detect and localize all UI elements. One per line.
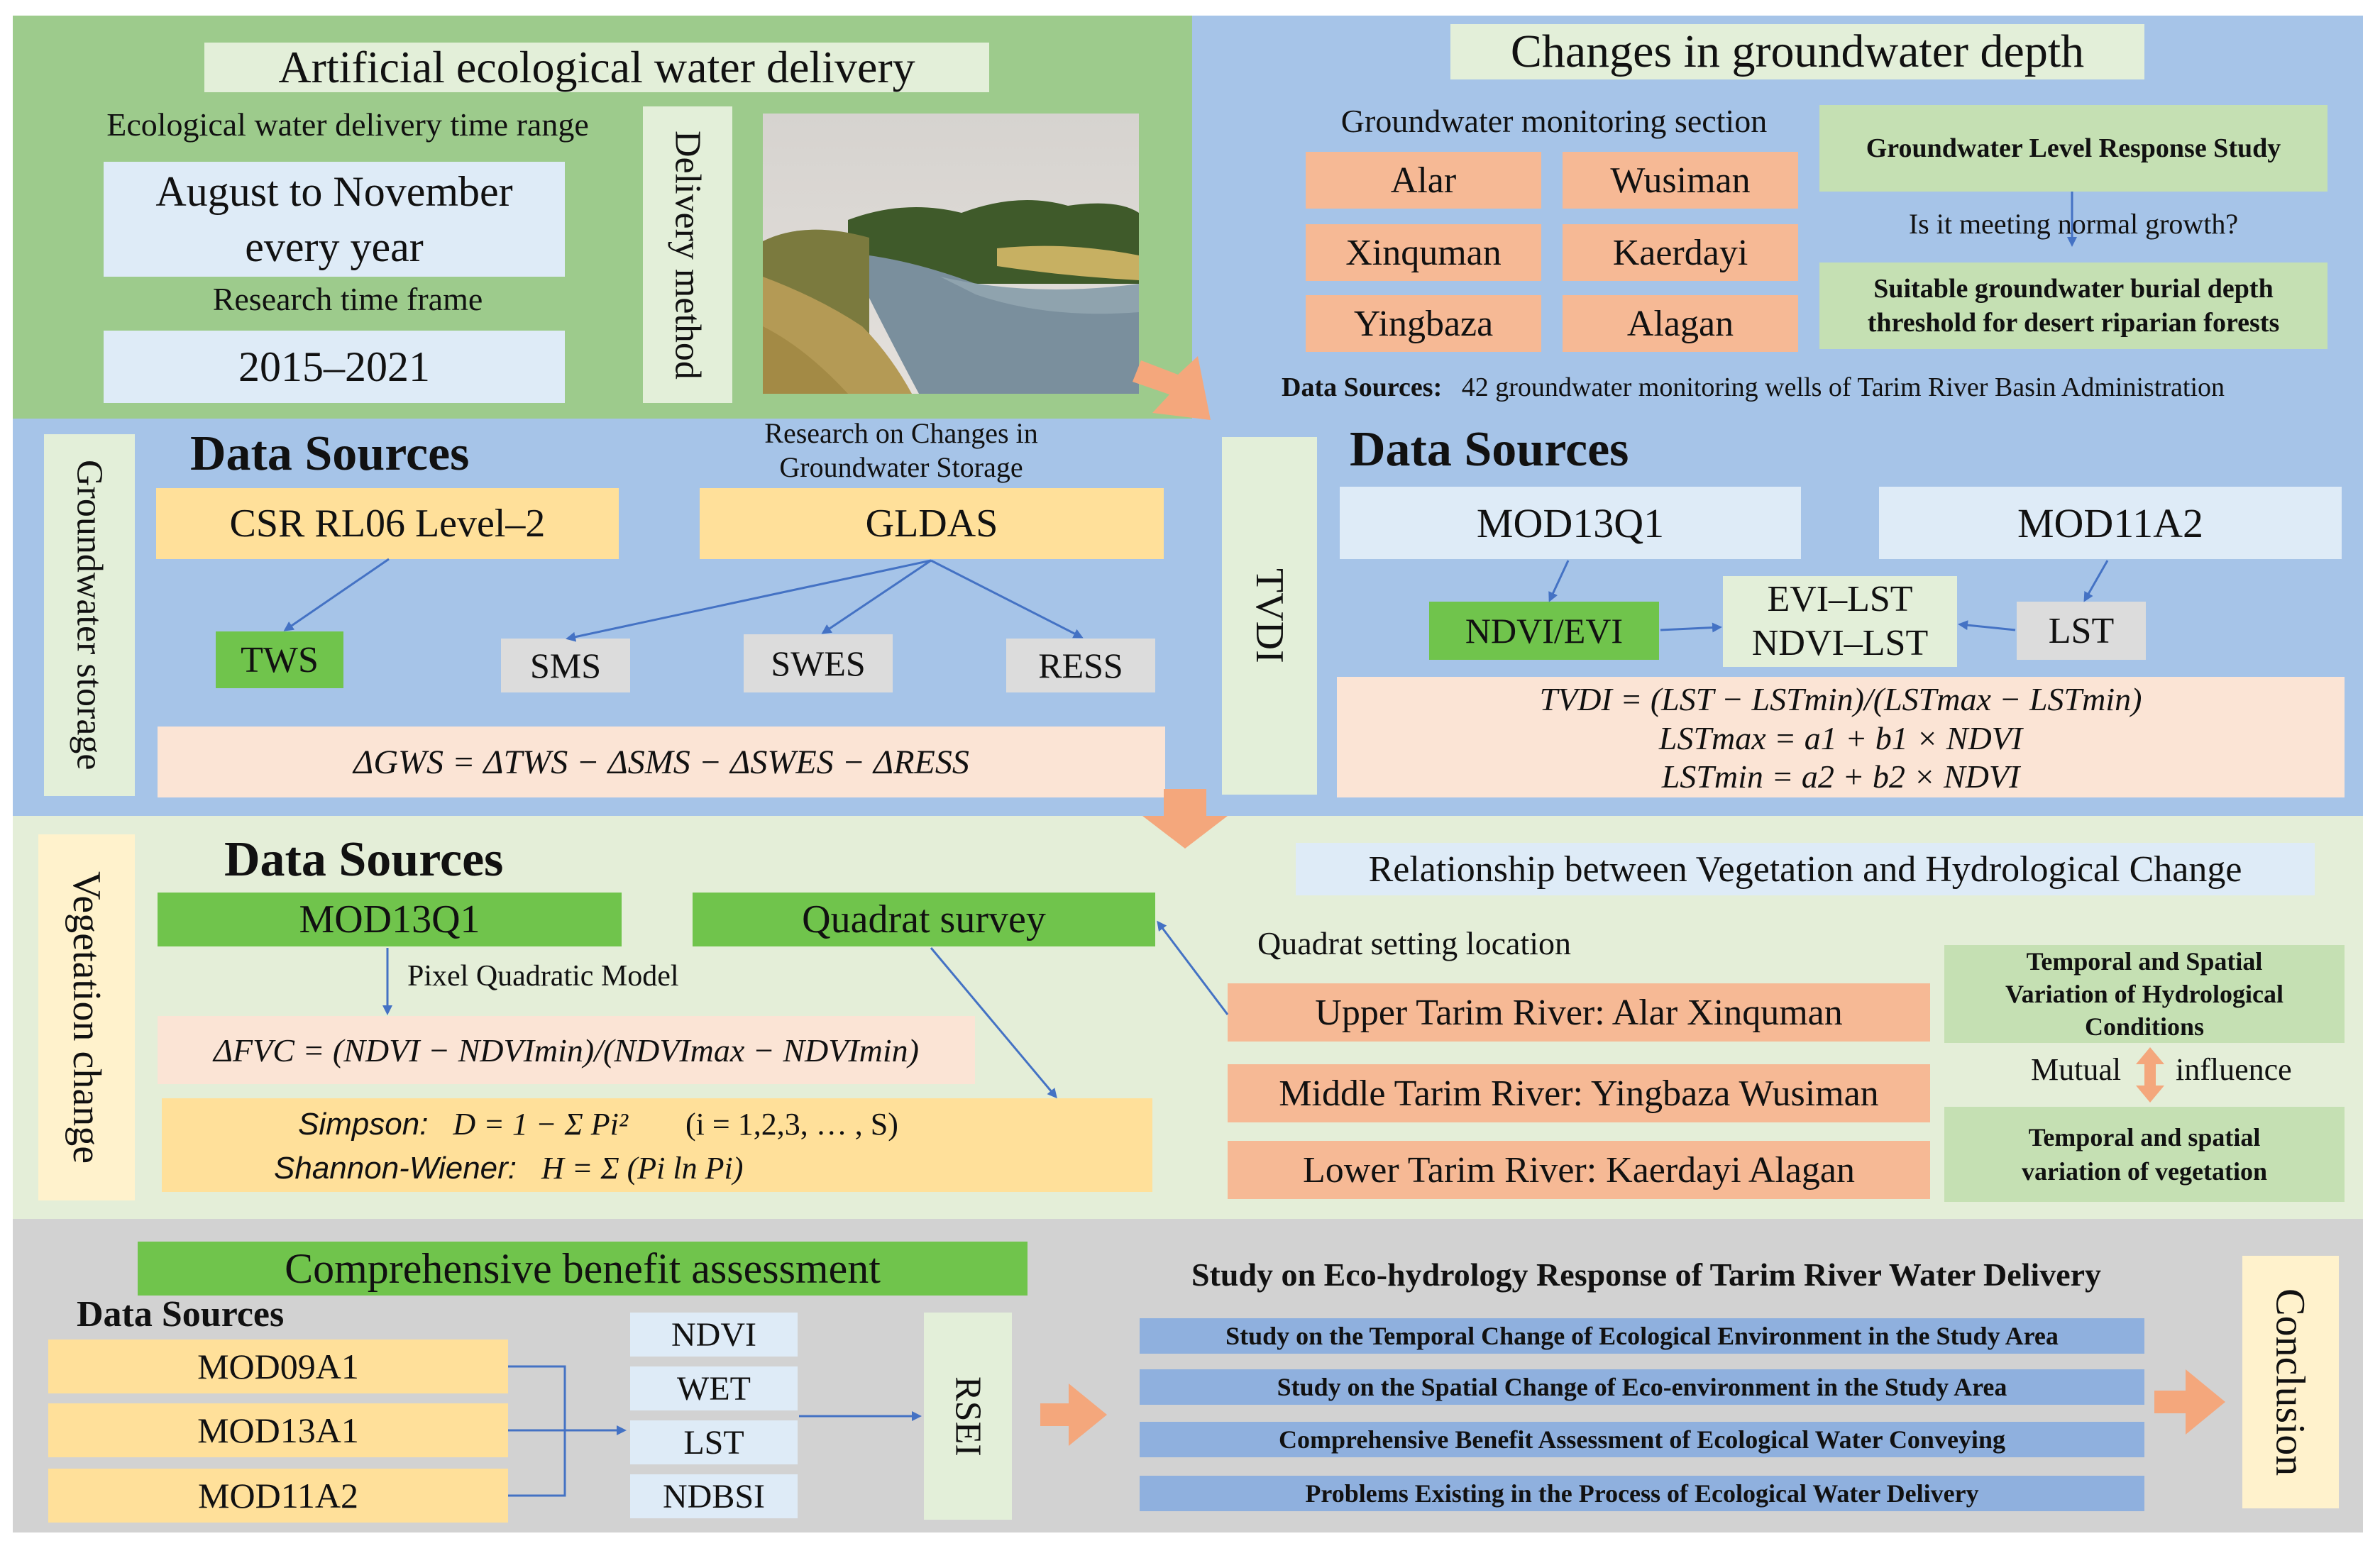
gldas-box: GLDAS (700, 488, 1164, 559)
simpson-label: Simpson: (298, 1107, 429, 1142)
lst-box: LST (2017, 602, 2146, 660)
study-benefit: Comprehensive Benefit Assessment of Ecol… (1140, 1422, 2144, 1457)
relationship-title: Relationship between Vegetation and Hydr… (1296, 843, 2315, 895)
veg-sources-title: Data Sources (224, 832, 504, 887)
shannon-formula: H = Σ (Pi ln Pi) (541, 1151, 744, 1186)
tws-box: TWS (216, 631, 343, 688)
hydro-variation-box: Temporal and Spatial Variation of Hydrol… (1944, 945, 2345, 1043)
groundwater-storage-label: Groundwater storage (44, 434, 135, 796)
threshold-box: Suitable groundwater burial depth thresh… (1819, 263, 2327, 349)
influence-label: influence (2176, 1052, 2292, 1087)
hydro-line1: Temporal and Spatial (2026, 947, 2263, 976)
tvdi-mod11a2-box: MOD11A2 (1879, 487, 2342, 559)
product-mod11a2: MOD11A2 (48, 1469, 508, 1523)
pixel-model-label: Pixel Quadratic Model (407, 960, 679, 993)
study-temporal: Study on the Temporal Change of Ecologic… (1140, 1318, 2144, 1354)
tvdi-formula-box (1337, 677, 2345, 797)
hydro-line3: Conditions (2084, 1012, 2205, 1041)
simpson-formula: D = 1 − Σ Pi² (453, 1107, 629, 1142)
index-lst: LST (630, 1420, 798, 1464)
evi-lst-label: EVI–LST (1767, 579, 1913, 619)
threshold-line1: Suitable groundwater burial depth (1873, 274, 2274, 304)
water-delivery-title: Artificial ecological water delivery (204, 42, 989, 92)
tvdi-sources-title: Data Sources (1350, 422, 1629, 477)
delivery-method-label: Delivery method (643, 106, 732, 403)
index-ndvi: NDVI (630, 1313, 798, 1357)
response-study-box: Groundwater Level Response Study (1819, 105, 2327, 192)
lower-tarim-box: Lower Tarim River: Kaerdayi Alagan (1228, 1141, 1930, 1199)
study-title: Study on Eco-hydrology Response of Tarim… (1191, 1256, 2102, 1293)
time-range-line2: every year (245, 223, 424, 270)
study-problems: Problems Existing in the Process of Ecol… (1140, 1476, 2144, 1511)
lstmin-formula: LSTmin = a2 + b2 × NDVI (1661, 758, 2020, 795)
section-alagan: Alagan (1563, 295, 1798, 352)
tvdi-formula: TVDI = (LST − LSTmin)/(LSTmax − LSTmin) (1539, 680, 2142, 717)
normal-growth-question: Is it meeting normal growth? (1908, 207, 2239, 240)
river-photo (763, 114, 1139, 394)
product-mod13a1: MOD13A1 (48, 1403, 508, 1457)
storage-research-note: Research on Changes in Groundwater Stora… (710, 415, 1093, 486)
simpson-formula-row: Simpson: D = 1 − Σ Pi² (i = 1,2,3, … , S… (298, 1104, 1079, 1145)
veg-line2: variation of vegetation (2022, 1157, 2267, 1186)
simpson-range: (i = 1,2,3, … , S) (685, 1107, 898, 1142)
storage-note-line1: Research on Changes in (764, 417, 1038, 449)
threshold-line2: threshold for desert riparian forests (1867, 308, 2280, 338)
sources-label: Data Sources: (1282, 372, 1443, 402)
sources-text: 42 groundwater monitoring wells of Tarim… (1461, 372, 2225, 402)
ndvi-evi-box: NDVI/EVI (1429, 602, 1659, 660)
study-spatial: Study on the Spatial Change of Eco-envir… (1140, 1369, 2144, 1405)
index-ndbsi: NDBSI (630, 1474, 798, 1518)
section-wusiman: Wusiman (1563, 152, 1798, 209)
time-range-value: August to November every year (104, 162, 565, 277)
ndvi-lst-label: NDVI–LST (1751, 623, 1929, 663)
section-kaerdayi: Kaerdayi (1563, 224, 1798, 281)
storage-sources-title: Data Sources (190, 426, 470, 481)
quadrat-survey-box: Quadrat survey (693, 893, 1155, 946)
veg-variation-box: Temporal and spatial variation of vegeta… (1944, 1107, 2345, 1202)
section-xinquman: Xinquman (1306, 224, 1541, 281)
river-image (763, 114, 1139, 394)
tvdi-label: TVDI (1222, 437, 1317, 795)
product-mod09a1: MOD09A1 (48, 1340, 508, 1393)
upper-tarim-box: Upper Tarim River: Alar Xinquman (1228, 983, 1930, 1042)
vegetation-change-label: Vegetation change (38, 834, 135, 1200)
monitoring-section-label: Groundwater monitoring section (1340, 102, 1768, 139)
time-range-label: Ecological water delivery time range (106, 106, 589, 143)
index-wet: WET (630, 1366, 798, 1410)
veg-mod13q1-box: MOD13Q1 (158, 893, 622, 946)
quadrat-location-label: Quadrat setting location (1257, 925, 1571, 961)
conclusion-box: Conclusion (2242, 1256, 2339, 1508)
gws-formula: ΔGWS = ΔTWS − ΔSMS − ΔSWES − ΔRESS (158, 727, 1165, 797)
research-time-value: 2015–2021 (104, 331, 565, 403)
hydro-line2: Variation of Hydrological (2005, 980, 2283, 1008)
shannon-formula-row: Shannon-Wiener: H = Σ (Pi ln Pi) (274, 1148, 1054, 1189)
shannon-label: Shannon-Wiener: (274, 1151, 517, 1186)
evi-ndvi-lst-box: EVI–LST NDVI–LST (1723, 576, 1957, 667)
csr-box: CSR RL06 Level–2 (156, 488, 619, 559)
sms-box: SMS (501, 639, 630, 692)
tvdi-mod13q1-box: MOD13Q1 (1340, 487, 1801, 559)
fvc-formula: ΔFVC = (NDVI − NDVImin)/(NDVImax − NDVIm… (158, 1016, 975, 1084)
research-time-label: Research time frame (212, 280, 483, 317)
groundwater-sources: Data Sources: 42 groundwater monitoring … (1282, 369, 2346, 406)
lstmax-formula: LSTmax = a1 + b1 × NDVI (1658, 719, 2023, 756)
storage-note-line2: Groundwater Storage (779, 451, 1023, 483)
ress-box: RESS (1006, 639, 1155, 692)
veg-line1: Temporal and spatial (2028, 1123, 2261, 1151)
time-range-line1: August to November (155, 168, 513, 215)
benefit-title: Comprehensive benefit assessment (138, 1242, 1028, 1296)
rsei-box: RSEI (924, 1313, 1012, 1520)
swes-box: SWES (744, 634, 893, 692)
middle-tarim-box: Middle Tarim River: Yingbaza Wusiman (1228, 1064, 1930, 1122)
section-alar: Alar (1306, 152, 1541, 209)
diversity-formula-box (162, 1098, 1152, 1192)
section-yingbaza: Yingbaza (1306, 295, 1541, 352)
benefit-sources-label: Data Sources (77, 1294, 285, 1335)
mutual-label: Mutual (2031, 1052, 2122, 1087)
groundwater-depth-title: Changes in groundwater depth (1450, 24, 2144, 79)
